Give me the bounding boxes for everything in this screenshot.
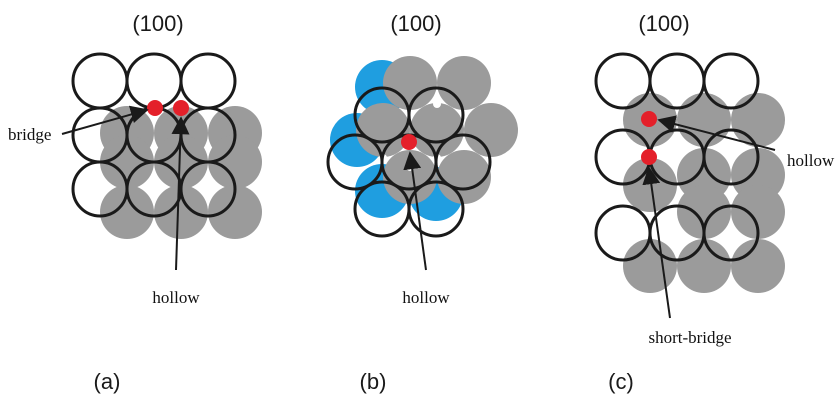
gray-atom: [677, 185, 731, 239]
panel-c: (100) hollo: [594, 11, 835, 394]
outline-atom: [407, 180, 465, 238]
panel-b-facet-label: (100): [390, 11, 441, 36]
panel-c-top-layer: [594, 52, 760, 262]
panel-a: (100) bridge hollow: [8, 11, 262, 394]
short-bridge-site-marker: [641, 149, 657, 165]
gray-atom: [437, 150, 491, 204]
panel-b-gray-layer: [356, 56, 518, 204]
gray-atom: [731, 93, 785, 147]
gray-atom: [410, 103, 464, 157]
outline-atom: [594, 52, 652, 110]
short-bridge-label: short-bridge: [648, 328, 731, 347]
outline-atom: [594, 204, 652, 262]
gray-atom: [100, 185, 154, 239]
bridge-site-marker: [147, 100, 163, 116]
short-bridge-arrow: [642, 166, 671, 319]
gray-atom: [208, 185, 262, 239]
hollow-arrow: [171, 116, 190, 271]
gray-atom: [100, 135, 154, 189]
void-dot: [433, 100, 441, 108]
hollow-label: hollow: [152, 288, 200, 307]
hollow-label: hollow: [787, 151, 835, 170]
outline-atom: [648, 52, 706, 110]
gray-atom: [677, 239, 731, 293]
hollow-site-marker: [401, 134, 417, 150]
panel-b-letter: (b): [360, 369, 387, 394]
gray-atom: [677, 148, 731, 202]
outline-atom: [407, 86, 465, 144]
bridge-arrow: [61, 105, 149, 135]
outline-atom: [71, 52, 129, 110]
gray-atom: [464, 103, 518, 157]
gray-atom: [731, 148, 785, 202]
outline-atom: [702, 128, 760, 186]
panel-c-letter: (c): [608, 369, 634, 394]
panel-a-facet-label: (100): [132, 11, 183, 36]
outline-atom: [179, 160, 237, 218]
hollow-arrow: [403, 151, 427, 271]
gray-atom: [383, 56, 437, 110]
gray-atom: [731, 185, 785, 239]
panel-b: (100): [326, 11, 518, 394]
hollow-arrow: [657, 115, 776, 151]
outline-atom: [125, 52, 183, 110]
panel-c-facet-label: (100): [638, 11, 689, 36]
bridge-label: bridge: [8, 125, 51, 144]
gray-atom: [154, 185, 208, 239]
outline-atom: [434, 133, 492, 191]
gray-atom: [677, 93, 731, 147]
gray-atom: [154, 135, 208, 189]
outline-atom: [702, 204, 760, 262]
gray-atom: [437, 56, 491, 110]
outline-atom: [179, 52, 237, 110]
gray-atom: [356, 103, 410, 157]
gray-atom: [731, 239, 785, 293]
outline-atom: [702, 52, 760, 110]
panel-a-gray-layer: [100, 106, 262, 239]
gray-atom: [623, 239, 677, 293]
gray-atom: [383, 150, 437, 204]
hollow-site-marker: [641, 111, 657, 127]
hollow-site-marker: [173, 100, 189, 116]
panel-a-letter: (a): [94, 369, 121, 394]
gray-atom: [208, 135, 262, 189]
hollow-label: hollow: [402, 288, 450, 307]
